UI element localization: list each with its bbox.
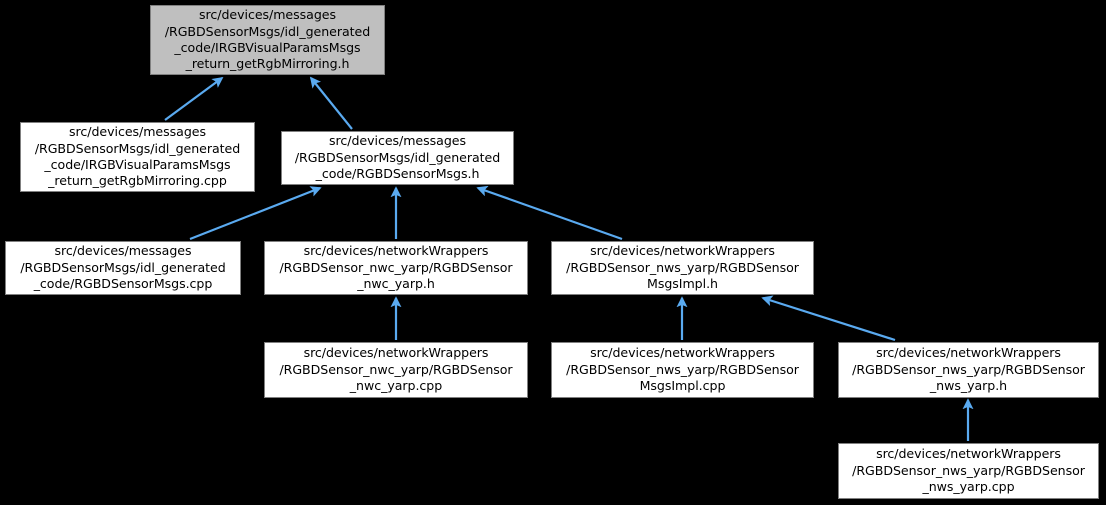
graph-node-nwc_h[interactable]: src/devices/networkWrappers /RGBDSensor_… bbox=[264, 241, 528, 295]
graph-node-label: src/devices/messages /RGBDSensorMsgs/idl… bbox=[294, 133, 501, 182]
edge-irgb_cpp-to-root bbox=[164, 76, 224, 121]
graph-node-irgb_cpp[interactable]: src/devices/messages /RGBDSensorMsgs/idl… bbox=[20, 122, 255, 192]
graph-node-label: src/devices/networkWrappers /RGBDSensor_… bbox=[852, 345, 1085, 394]
graph-node-msgs_h[interactable]: src/devices/messages /RGBDSensorMsgs/idl… bbox=[281, 131, 514, 185]
edge-nws_h-to-msgsimpl_h bbox=[761, 295, 896, 342]
graph-node-label: src/devices/messages /RGBDSensorMsgs/idl… bbox=[164, 7, 371, 72]
graph-node-label: src/devices/messages /RGBDSensorMsgs/idl… bbox=[20, 243, 226, 292]
graph-node-label: src/devices/networkWrappers /RGBDSensor_… bbox=[279, 345, 513, 394]
graph-node-nwc_cpp[interactable]: src/devices/networkWrappers /RGBDSensor_… bbox=[264, 342, 528, 398]
graph-node-msgsimpl_cpp[interactable]: src/devices/networkWrappers /RGBDSensor_… bbox=[551, 342, 814, 398]
graph-node-msgs_cpp[interactable]: src/devices/messages /RGBDSensorMsgs/idl… bbox=[5, 241, 241, 295]
graph-node-root[interactable]: src/devices/messages /RGBDSensorMsgs/idl… bbox=[150, 5, 385, 75]
graph-node-nws_cpp[interactable]: src/devices/networkWrappers /RGBDSensor_… bbox=[838, 443, 1099, 499]
graph-node-msgsimpl_h[interactable]: src/devices/networkWrappers /RGBDSensor_… bbox=[551, 241, 814, 295]
graph-node-label: src/devices/networkWrappers /RGBDSensor_… bbox=[852, 446, 1085, 495]
graph-node-label: src/devices/messages /RGBDSensorMsgs/idl… bbox=[34, 124, 241, 189]
edge-msgs_h-to-root bbox=[309, 76, 353, 130]
edge-msgs_cpp-to-msgs_h bbox=[189, 186, 322, 241]
graph-node-nws_h[interactable]: src/devices/networkWrappers /RGBDSensor_… bbox=[838, 342, 1099, 398]
edge-msgsimpl_h-to-msgs_h bbox=[476, 185, 623, 241]
graph-node-label: src/devices/networkWrappers /RGBDSensor_… bbox=[566, 345, 799, 394]
graph-node-label: src/devices/networkWrappers /RGBDSensor_… bbox=[279, 243, 513, 292]
graph-node-label: src/devices/networkWrappers /RGBDSensor_… bbox=[566, 243, 799, 292]
